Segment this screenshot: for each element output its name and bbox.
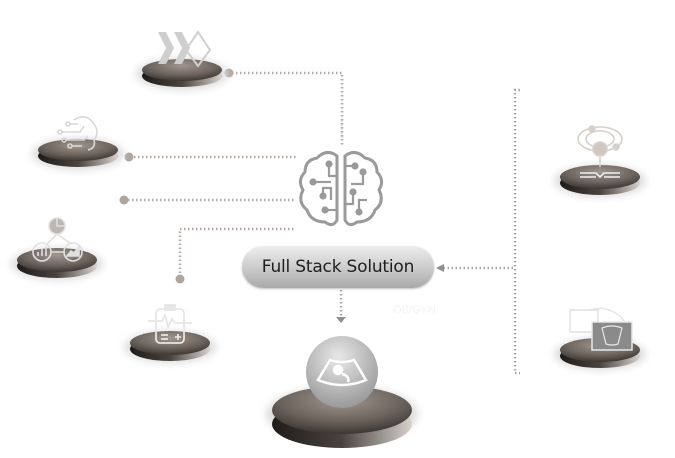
connector-data-layers <box>232 71 344 145</box>
lightbulb-book-icon <box>577 125 623 179</box>
arrow-right-to-pill-icon <box>436 264 444 272</box>
node-data-layers[interactable] <box>136 30 228 90</box>
charts-network-icon <box>32 217 83 262</box>
node-main-obgyn[interactable] <box>266 336 418 448</box>
ultrasound-fetus-icon <box>316 358 368 387</box>
brain-circuit-head-icon <box>57 116 98 151</box>
node-knowledge[interactable] <box>554 125 646 197</box>
connector-clinical <box>178 227 296 277</box>
clipboard-heartbeat-icon <box>148 304 192 344</box>
faint-main-label: OB/GYN <box>393 304 436 316</box>
connector-right-bracket <box>513 88 520 375</box>
pill-label: Full Stack Solution <box>261 257 415 277</box>
node-clinical[interactable] <box>124 304 216 363</box>
diamond-chevrons-icon <box>158 30 212 68</box>
arrow-pill-to-main-icon <box>336 317 346 323</box>
node-imaging[interactable] <box>554 307 646 370</box>
connector-dots <box>119 68 234 284</box>
node-machine-learning[interactable] <box>32 116 124 170</box>
connector-lines <box>124 71 520 375</box>
node-analytics[interactable] <box>11 217 103 280</box>
brain-circuit-icon <box>298 151 384 227</box>
full-stack-solution-pill[interactable]: Full Stack Solution <box>242 246 434 288</box>
ultrasound-monitor-icon <box>569 307 633 351</box>
